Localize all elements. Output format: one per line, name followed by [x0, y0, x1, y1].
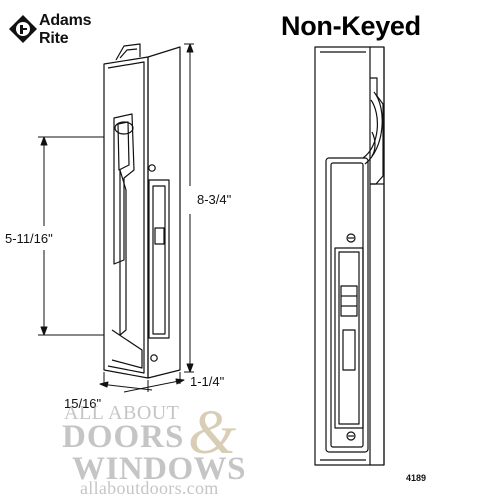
latch-angled-view: [103, 43, 181, 379]
dimension-inner-height: [38, 136, 104, 336]
product-title: Non-Keyed: [281, 11, 421, 41]
adams-rite-logo: [8, 12, 98, 52]
watermark-line2: DOORS: [62, 419, 185, 455]
dimension-width: [123, 372, 185, 393]
watermark-url: allaboutdoors.com: [80, 478, 219, 498]
dimension-overall-height: [184, 43, 194, 373]
label-depth: 15/16": [64, 396, 102, 411]
watermark-ampersand: &: [188, 399, 237, 467]
label-overall-height: 8-3/4": [197, 192, 232, 207]
label-width: 1-1/4": [190, 374, 225, 389]
dimension-depth: [99, 372, 153, 392]
part-number: 4189: [406, 473, 427, 483]
brand-name-line2: Rite: [39, 30, 69, 47]
adams-rite-diamond-icon: [9, 15, 37, 43]
watermark-line3: WINDOWS: [72, 451, 247, 487]
watermark-line1: ALL ABOUT: [64, 402, 180, 424]
latch-front-view: [314, 46, 385, 466]
label-inner-height: 5-11/16": [5, 231, 53, 246]
brand-name-line1: Adams: [39, 12, 92, 29]
